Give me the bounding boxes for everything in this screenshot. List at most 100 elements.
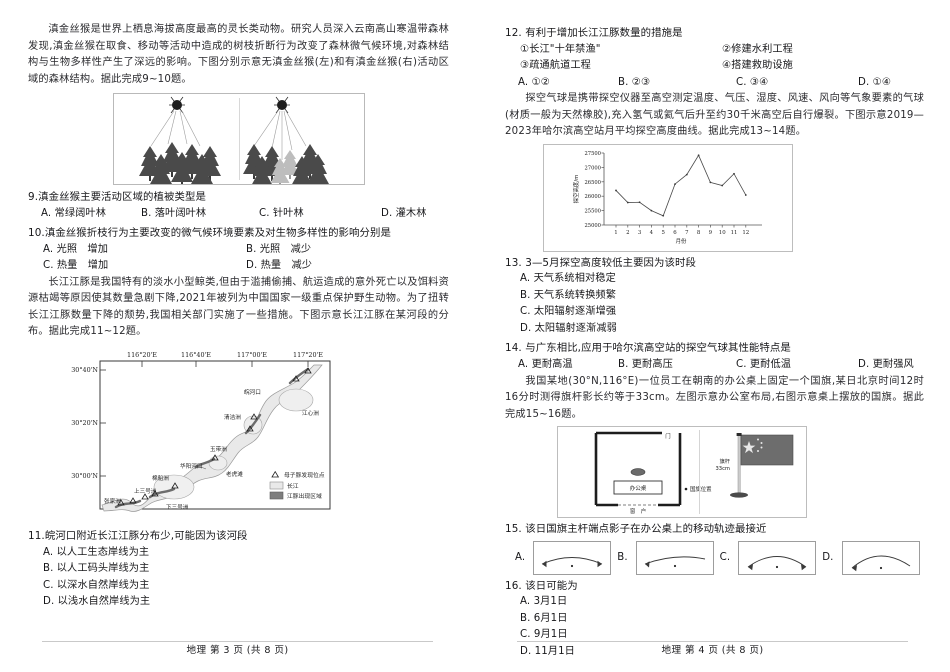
map-label-xiasanhaozhou: 下三号洲 bbox=[166, 504, 189, 511]
question-10-options: A. 光照 增加 B. 光照 减少 C. 热量 增加 D. 热量 减少 bbox=[28, 242, 449, 275]
question-14: 14. 与广东相比,应用于哈尔滨高空站的探空气球其性能特点是 A. 更耐高温 B… bbox=[505, 340, 924, 373]
option-14-c[interactable]: C. 更耐低温 bbox=[736, 359, 792, 371]
map-lon-tick-2: 117°00'E bbox=[237, 351, 267, 359]
chart-series-markers bbox=[615, 154, 747, 217]
question-12-options: A. ①② B. ②③ C. ③④ D. ①④ bbox=[505, 75, 924, 92]
passage-flag-shadow: 我国某地(30°N,116°E)一位员工在朝南的办公桌上固定一个国旗,某日北京时… bbox=[505, 375, 924, 420]
flag-pole-label: 旗杆 bbox=[720, 457, 730, 465]
option-9-c[interactable]: C. 针叶林 bbox=[259, 207, 304, 219]
question-9-options: A. 常绿阔叶林 B. 落叶阔叶林 C. 针叶林 D. 灌木林 bbox=[28, 206, 449, 223]
option-11-b[interactable]: B. 以人工码头岸线为主 bbox=[43, 563, 150, 575]
office-svg: 门 办公桌 窗 户 国旗位置 bbox=[594, 431, 794, 515]
question-14-options: A. 更耐高温 B. 更耐高压 C. 更耐低温 D. 更耐强风 bbox=[505, 357, 924, 374]
option-15-b[interactable] bbox=[635, 540, 714, 575]
option-16-a[interactable]: A. 3月1日 bbox=[520, 596, 568, 608]
chart-point-2 bbox=[626, 201, 629, 204]
legend-label-sighting: 母子豚发现位点 bbox=[284, 471, 325, 479]
option-15-c-svg bbox=[747, 555, 807, 570]
option-15-b-label: B. bbox=[617, 551, 628, 563]
chart-point-4 bbox=[650, 209, 653, 212]
page-3-footer: 地理 第 3 页 (共 8 页) bbox=[186, 645, 289, 656]
flag-pole bbox=[737, 434, 741, 494]
figure-forest-structure bbox=[112, 93, 365, 192]
option-14-d[interactable]: D. 更耐强风 bbox=[858, 359, 914, 371]
option-15-a-svg bbox=[542, 556, 603, 567]
chart-xtick-12: 12 bbox=[742, 230, 749, 236]
option-15-c-label: C. bbox=[719, 551, 731, 563]
option-12-a[interactable]: A. ①② bbox=[518, 76, 551, 88]
map-lat-tick-1: 30°20'N bbox=[71, 419, 98, 427]
option-14-b[interactable]: B. 更耐高压 bbox=[618, 359, 673, 371]
chart-ytick-25000: 25000 bbox=[584, 223, 601, 229]
option-16-c[interactable]: C. 9月1日 bbox=[520, 629, 568, 641]
option-15-a[interactable] bbox=[533, 540, 612, 575]
option-15-c[interactable] bbox=[738, 540, 817, 575]
chart-point-5 bbox=[662, 214, 665, 217]
option-16-d[interactable]: D. 11月1日 bbox=[520, 645, 575, 657]
question-15: 15. 该日国旗主杆端点影子在办公桌上的移动轨迹最接近 A. B. bbox=[505, 521, 924, 575]
office-desk-label: 办公桌 bbox=[630, 484, 647, 492]
option-13-c[interactable]: C. 太阳辐射逐渐增强 bbox=[520, 306, 617, 318]
question-13: 13. 3—5月探空高度较低主要因为该时段 A. 天气系统相对稳定 B. 天气系… bbox=[505, 255, 924, 338]
chart-point-7 bbox=[685, 173, 688, 176]
flag-position-marker bbox=[684, 487, 688, 491]
question-16-options: A. 3月1日 B. 6月1日 C. 9月1日 D. 11月1日 bbox=[505, 594, 924, 660]
question-15-stem: 15. 该日国旗主杆端点影子在办公桌上的移动轨迹最接近 bbox=[505, 523, 767, 536]
option-9-b[interactable]: B. 落叶阔叶林 bbox=[141, 207, 207, 219]
option-11-d[interactable]: D. 以浅水自然岸线为主 bbox=[43, 596, 151, 608]
legend-label-river: 长江 bbox=[287, 482, 299, 490]
question-16-stem: 16. 该日可能为 bbox=[505, 579, 578, 592]
map-legend: 母子豚发现位点 长江 江豚出现区域 bbox=[269, 470, 325, 500]
option-14-a[interactable]: A. 更耐高温 bbox=[518, 359, 573, 371]
option-9-d[interactable]: D. 灌木林 bbox=[381, 207, 427, 219]
question-11: 11.皖河口附近长江江豚分布少,可能因为该河段 A. 以人工生态岸线为主 B. … bbox=[28, 528, 449, 611]
option-11-c[interactable]: C. 以深水自然岸线为主 bbox=[43, 579, 150, 591]
option-10-c[interactable]: C. 热量 增加 bbox=[43, 260, 109, 272]
option-11-a[interactable]: A. 以人工生态岸线为主 bbox=[43, 546, 150, 558]
office-window-label: 窗 户 bbox=[630, 507, 646, 515]
option-10-a[interactable]: A. 光照 增加 bbox=[43, 243, 109, 255]
chart-ytick-25500: 25500 bbox=[584, 208, 601, 214]
question-10-stem: 10.滇金丝猴折枝行为主要改变的微气候环境要素及对生物多样性的影响分别是 bbox=[28, 227, 392, 240]
chart-x-axis-label: 月份 bbox=[676, 237, 687, 245]
legend-river-swatch bbox=[269, 481, 284, 490]
chart-ytick-27000: 27000 bbox=[584, 165, 601, 171]
map-island-jiangxinzhou bbox=[278, 388, 314, 412]
option-12-c[interactable]: C. ③④ bbox=[736, 76, 769, 88]
option-13-d[interactable]: D. 太阳辐射逐渐减弱 bbox=[520, 322, 617, 334]
chart-point-8 bbox=[697, 154, 700, 156]
chart-ytick-26500: 26500 bbox=[584, 180, 601, 186]
chart-point-12 bbox=[744, 193, 747, 196]
question-11-options: A. 以人工生态岸线为主 B. 以人工码头岸线为主 C. 以深水自然岸线为主 D… bbox=[28, 545, 449, 611]
chart-point-10 bbox=[721, 184, 724, 187]
option-16-b[interactable]: B. 6月1日 bbox=[520, 612, 568, 624]
option-15-d-label: D. bbox=[822, 551, 834, 563]
chart-svg: 25000 25500 26000 26500 27000 27500 探空高 bbox=[572, 151, 762, 245]
chart-xtick-8: 8 bbox=[697, 230, 701, 236]
option-10-b[interactable]: B. 光照 减少 bbox=[246, 243, 312, 255]
option-13-a[interactable]: A. 天气系统相对稳定 bbox=[520, 273, 616, 285]
option-12-d[interactable]: D. ①④ bbox=[858, 76, 892, 88]
chart-point-9 bbox=[709, 181, 712, 184]
question-15-options: A. B. C. bbox=[505, 540, 924, 575]
chart-xtick-4: 4 bbox=[650, 230, 654, 236]
flag-pole-finial bbox=[736, 433, 742, 437]
option-9-a[interactable]: A. 常绿阔叶林 bbox=[41, 207, 107, 219]
map-label-huayanghekou: 华阳河口 bbox=[180, 462, 202, 470]
page-4-column: 12. 有利于增加长江江豚数量的措施是 ①长江"十年禁渔" ②修建水利工程 ③疏… bbox=[475, 0, 950, 672]
office-figure-divider bbox=[699, 430, 701, 515]
option-10-d[interactable]: D. 热量 减少 bbox=[246, 260, 313, 272]
option-15-b-svg bbox=[644, 556, 705, 568]
map-label-wanhekou: 皖河口 bbox=[244, 388, 261, 396]
map-label-laohutan: 老虎滩 bbox=[226, 470, 243, 478]
option-15-d[interactable] bbox=[841, 540, 920, 575]
office-desk bbox=[613, 480, 663, 495]
map-label-jiangxinzhou: 江心洲 bbox=[302, 410, 319, 417]
legend-zone-swatch bbox=[269, 491, 284, 500]
question-13-options: A. 天气系统相对稳定 B. 天气系统转换频繁 C. 太阳辐射逐渐增强 D. 太… bbox=[505, 271, 924, 337]
chart-point-11 bbox=[733, 172, 735, 175]
option-13-b[interactable]: B. 天气系统转换频繁 bbox=[520, 289, 617, 301]
office-walls bbox=[594, 431, 682, 507]
option-12-b[interactable]: B. ②③ bbox=[618, 76, 651, 88]
map-lon-tick-1: 116°40'E bbox=[181, 351, 211, 359]
